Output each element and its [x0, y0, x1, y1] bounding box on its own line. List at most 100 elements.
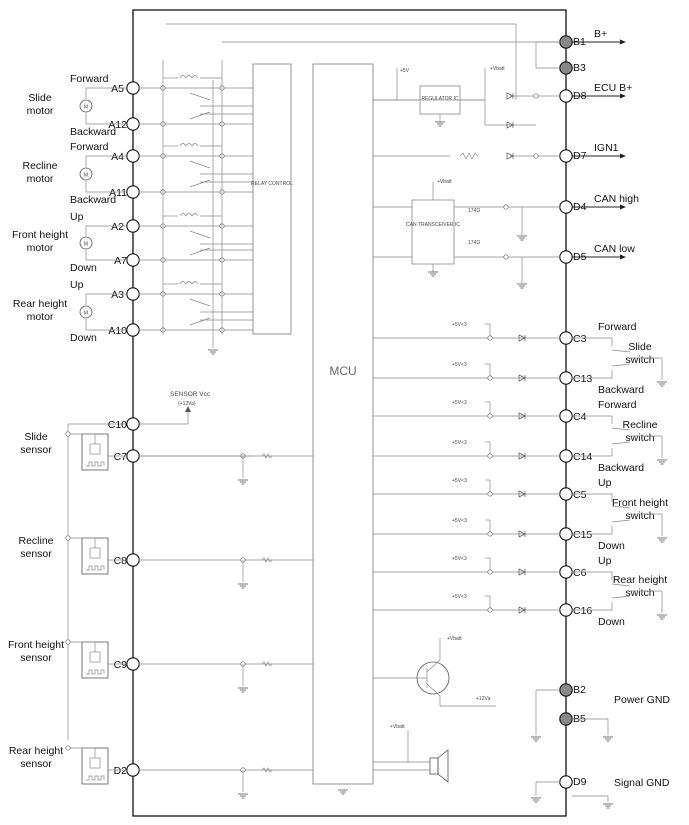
pullup-label: +5V<3 — [452, 556, 467, 562]
power-label: IGN1 — [594, 142, 619, 154]
junction-dot — [487, 531, 493, 537]
ground-icon — [530, 797, 542, 803]
can-transceiver-label: CAN TRANSCEIVER IC — [406, 222, 460, 228]
junction-dot — [487, 453, 493, 459]
terminal-c6 — [559, 565, 573, 579]
vbatt-label-top: +Vbatt — [490, 66, 505, 72]
ground-icon — [656, 381, 668, 387]
relay-coil-icon — [179, 75, 199, 79]
motor-forward-label: Forward — [70, 141, 109, 153]
motor-icon — [79, 305, 93, 319]
junction-dot — [65, 639, 71, 645]
junction-dot — [65, 535, 71, 541]
ground-icon — [656, 459, 668, 465]
sensor-vcc-sub: (+12Va) — [178, 401, 196, 407]
pin-label: B2 — [573, 684, 586, 696]
switch-a-label: Forward — [598, 321, 637, 333]
pullup-label: +5V<3 — [452, 594, 467, 600]
motor-icon — [79, 236, 93, 250]
junction-dot — [487, 413, 493, 419]
switch-b-label: Down — [598, 616, 625, 628]
terminal-d5 — [559, 250, 573, 264]
pin-label: B3 — [573, 62, 586, 74]
r174-high: 174Ω — [468, 208, 480, 214]
pin-label: D2 — [114, 765, 128, 777]
plus5v-label: +5V — [400, 68, 410, 74]
vbatt-label-transistor: +Vbatt — [447, 636, 462, 642]
ground-icon — [602, 736, 614, 742]
terminal-d4 — [559, 200, 573, 214]
resistor-icon — [459, 152, 479, 160]
terminal-c3 — [559, 331, 573, 345]
junction-dot — [65, 431, 71, 437]
pullup-label: +5V<3 — [452, 478, 467, 484]
power-label: B+ — [594, 28, 607, 40]
junction-dot — [487, 335, 493, 341]
svg-text:M: M — [84, 173, 88, 179]
terminal-a3 — [126, 287, 140, 301]
terminal-b3 — [559, 61, 573, 75]
pin-label: C16 — [573, 605, 592, 617]
terminal-c14 — [559, 449, 573, 463]
motor-backward-label: Down — [70, 262, 97, 274]
switch-a-label: Up — [598, 477, 612, 489]
junction-dot — [503, 204, 509, 210]
junction-dot — [65, 745, 71, 751]
pin-label: C3 — [573, 333, 587, 345]
motor-backward-label: Backward — [70, 194, 116, 206]
ground-icon — [237, 687, 249, 693]
junction-dot — [487, 607, 493, 613]
junction-dot — [487, 375, 493, 381]
motor-backward-label: Backward — [70, 126, 116, 138]
motor-backward-label: Down — [70, 332, 97, 344]
terminal-c4 — [559, 409, 573, 423]
arrow-icon — [620, 254, 626, 260]
motor-icon — [79, 167, 93, 181]
mcu-label: MCU — [329, 364, 356, 378]
pin-label: C6 — [573, 567, 587, 579]
junction-dot — [533, 153, 539, 159]
terminal-c8 — [126, 553, 140, 567]
power-label: CAN high — [594, 193, 639, 205]
ground-icon — [237, 583, 249, 589]
pin-label: A12 — [108, 119, 127, 131]
terminal-a5 — [126, 81, 140, 95]
pin-label: A7 — [114, 255, 127, 267]
switch-a-label: Forward — [598, 399, 637, 411]
ground-icon — [207, 349, 219, 355]
ground-icon — [237, 793, 249, 799]
sensor-vcc-label: SENSOR Vcc — [170, 391, 211, 398]
switch-a-label: Up — [598, 555, 612, 567]
r174-low: 174Ω — [468, 240, 480, 246]
terminal-c7 — [126, 449, 140, 463]
pin-label: C10 — [108, 419, 127, 431]
ground-icon — [656, 614, 668, 620]
regulator-label: REGULATOR IC — [421, 96, 458, 102]
pullup-label: +5V<3 — [452, 518, 467, 524]
motor-forward-label: Forward — [70, 73, 109, 85]
terminal-a4 — [126, 149, 140, 163]
pin-label: A2 — [111, 221, 124, 233]
junction-dot — [533, 93, 539, 99]
power-gnd-label: Power GND — [614, 694, 670, 706]
arrow-icon — [620, 153, 626, 159]
pullup-label: +5V<3 — [452, 322, 467, 328]
pin-label: A4 — [111, 151, 124, 163]
svg-text:M: M — [84, 311, 88, 317]
terminal-a11 — [126, 185, 140, 199]
pullup-label: +5V<3 — [452, 400, 467, 406]
terminal-d9 — [559, 775, 573, 789]
terminal-a10 — [126, 323, 140, 337]
ground-icon — [337, 789, 349, 795]
pin-label: C9 — [114, 659, 128, 671]
terminal-c9 — [126, 657, 140, 671]
power-label: CAN low — [594, 243, 635, 255]
ground-icon — [602, 803, 614, 809]
